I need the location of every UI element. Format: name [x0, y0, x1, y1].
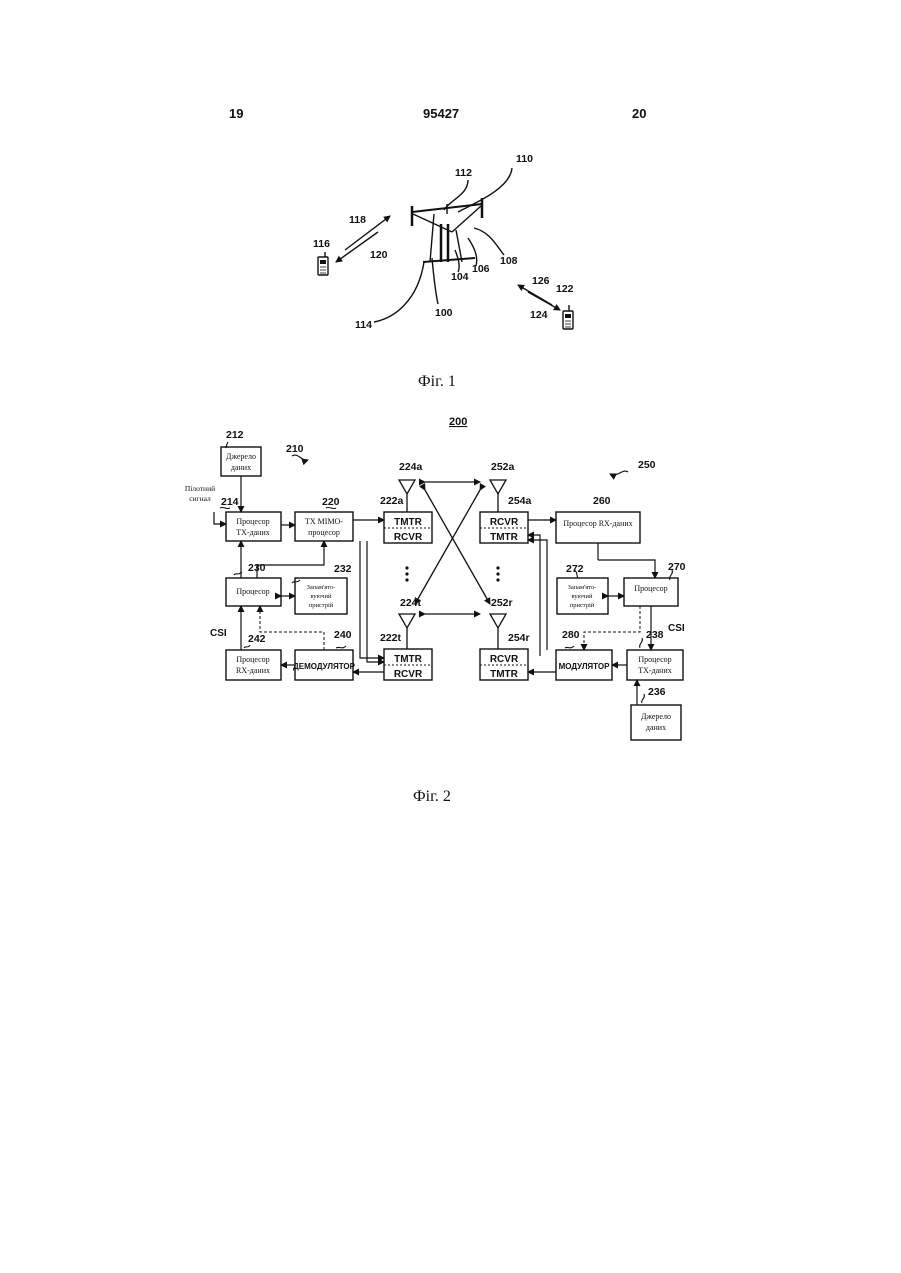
tmtr-222a-text: TMTR: [394, 517, 423, 528]
label-124: 124: [530, 309, 548, 321]
label-106: 106: [472, 263, 490, 275]
ref-270: 270: [668, 561, 686, 573]
processor-270-text: Процесор: [634, 584, 667, 593]
tx-mimo-proc-line2: процесор: [308, 528, 340, 537]
label-114: 114: [355, 319, 372, 331]
antenna-224t-icon: [399, 614, 415, 628]
label-108: 108: [500, 255, 518, 267]
ref-242: 242: [248, 633, 266, 645]
label-116: 116: [313, 238, 330, 250]
ref-254a: 254a: [508, 495, 532, 507]
label-122: 122: [556, 283, 574, 295]
data-source-left-line1: Джерело: [226, 452, 256, 461]
ref-238: 238: [646, 629, 664, 641]
csi-left-label: CSI: [210, 628, 227, 639]
ref-272: 272: [566, 563, 584, 575]
ref-220: 220: [322, 496, 340, 508]
rcvr-254r-text: RCVR: [490, 654, 519, 665]
rx-data-proc-left-line2: RX-даних: [236, 666, 270, 675]
demodulator-text: ДЕМОДУЛЯТОР: [293, 662, 356, 671]
ref-222t: 222t: [380, 632, 402, 644]
label-126: 126: [532, 275, 550, 287]
ref-222a: 222a: [380, 495, 404, 507]
rx-data-proc-right-text: Процесор RX-даних: [563, 519, 632, 528]
memory-272-line2: вуючий: [572, 593, 593, 600]
tx-mimo-proc-line1: TX MIMO-: [305, 517, 343, 526]
label-112: 112: [455, 167, 472, 179]
rcvr-222t-text: RCVR: [394, 669, 423, 680]
data-source-right-line2: даних: [646, 723, 666, 732]
base-station-antenna-icon: [412, 198, 482, 262]
mobile-phone-116-icon: [318, 252, 328, 275]
ref-214: 214: [221, 496, 239, 508]
figure-2-reference-numbers: 212 210 214 220 222a 224a 252a 254a 260 …: [221, 429, 686, 698]
ref-260: 260: [593, 495, 611, 507]
antennas: [399, 480, 506, 649]
tmtr-254r-text: TMTR: [490, 669, 519, 680]
memory-232-line2: вуючий: [311, 593, 332, 600]
antenna-252a-icon: [490, 480, 506, 494]
data-source-left-line2: даних: [231, 463, 251, 472]
rx-data-proc-left-line1: Процесор: [236, 655, 269, 664]
tx-data-proc-right-line1: Процесор: [638, 655, 671, 664]
tx-data-proc-line2: TX-даних: [236, 528, 270, 537]
data-source-right-line1: Джерело: [641, 712, 671, 721]
antenna-252r-icon: [490, 614, 506, 628]
ref-240: 240: [334, 629, 352, 641]
ref-230: 230: [248, 562, 266, 574]
tmtr-254a-text: TMTR: [490, 532, 519, 543]
ref-250: 250: [638, 459, 656, 471]
label-110: 110: [516, 153, 533, 165]
figure-2-diagram: 200 Д: [185, 416, 686, 740]
rcvr-222a-text: RCVR: [394, 532, 423, 543]
mobile-phone-122-icon: [563, 305, 573, 329]
pilot-signal-line2: сигнал: [189, 494, 211, 503]
csi-right-label: CSI: [668, 623, 685, 634]
ref-210: 210: [286, 443, 304, 455]
ref-232: 232: [334, 563, 352, 575]
system-label-200: 200: [449, 416, 467, 428]
ref-236: 236: [648, 686, 666, 698]
modulator-text: МОДУЛЯТОР: [559, 662, 611, 671]
label-100: 100: [435, 307, 453, 319]
ref-212: 212: [226, 429, 244, 441]
memory-232-line1: Запам'ято-: [307, 584, 336, 591]
tx-data-proc-right-line2: TX-даних: [638, 666, 672, 675]
memory-272-line1: Запам'ято-: [568, 584, 597, 591]
ref-224t: 224t: [400, 597, 422, 609]
ref-224a: 224a: [399, 461, 423, 473]
label-120: 120: [370, 249, 388, 261]
ref-280: 280: [562, 629, 580, 641]
tx-data-proc-line1: Процесор: [236, 517, 269, 526]
antenna-224a-icon: [399, 480, 415, 494]
figure-1-diagram: [318, 168, 573, 329]
ref-252a: 252a: [491, 461, 515, 473]
rcvr-254a-text: RCVR: [490, 517, 519, 528]
memory-232-line3: пристрій: [309, 602, 334, 609]
label-118: 118: [349, 214, 366, 226]
tmtr-222t-text: TMTR: [394, 654, 423, 665]
pilot-signal-line1: Пілотний: [185, 484, 215, 493]
memory-272-line3: пристрій: [570, 602, 595, 609]
processor-230-text: Процесор: [236, 587, 269, 596]
ref-254r: 254r: [508, 632, 530, 644]
figure-1-labels: 110 112 118 116 120 108 106 104 100 114 …: [313, 153, 574, 331]
ref-252r: 252r: [491, 597, 513, 609]
label-104: 104: [451, 271, 469, 283]
